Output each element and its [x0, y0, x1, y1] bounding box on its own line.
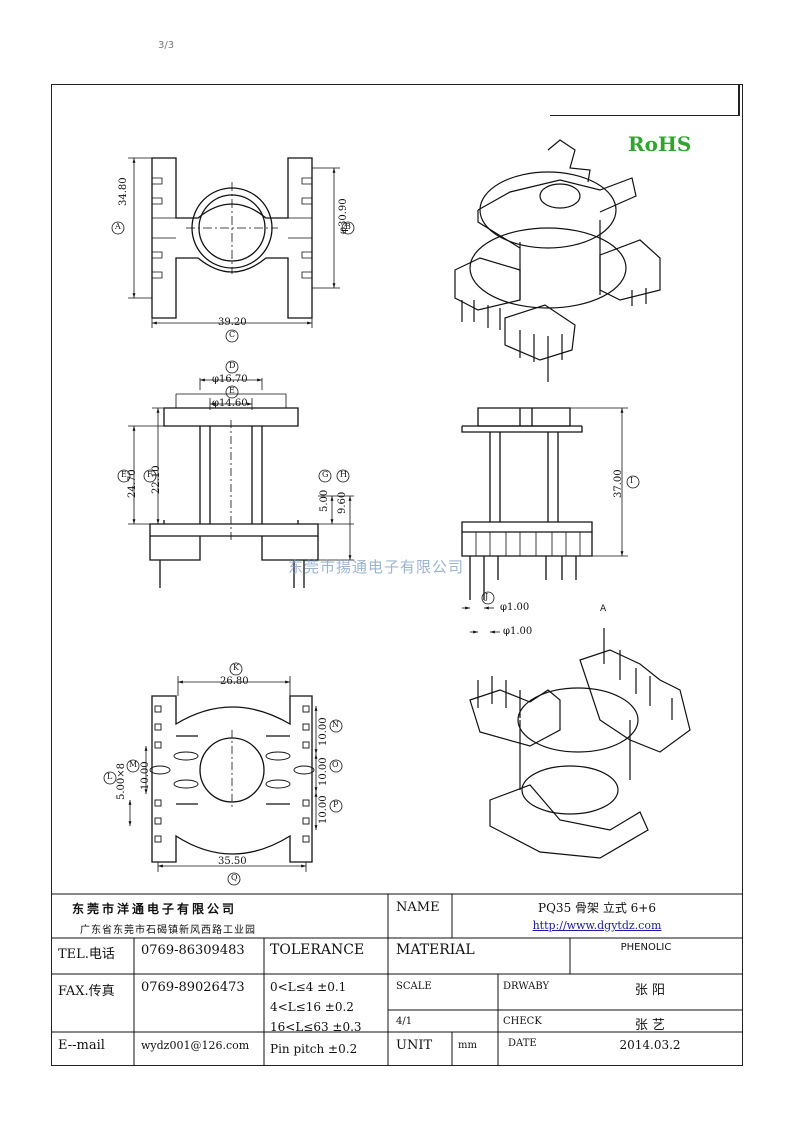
- top-view: [111, 157, 355, 343]
- ref-p: P: [333, 800, 339, 809]
- ref-i: I: [630, 476, 634, 485]
- dim-a: 34.80: [118, 177, 129, 206]
- ref-n: N: [332, 720, 339, 729]
- page-mark: 3/3: [158, 40, 175, 51]
- check-label: CHECK: [503, 1016, 542, 1027]
- ref-h: H: [340, 470, 347, 479]
- dim-j: φ1.00: [500, 602, 530, 613]
- dim-i: 37.00: [613, 469, 624, 498]
- unit-label: UNIT: [396, 1038, 433, 1053]
- tolerance-pin-pitch: Pin pitch ±0.2: [270, 1042, 358, 1056]
- check-value: 张 艺: [634, 1018, 666, 1033]
- ref-l: L: [107, 772, 113, 781]
- ref-d: D: [229, 361, 236, 370]
- company-address: 广东省东莞市石碣镇新风西路工业园: [80, 925, 256, 936]
- view-mark-a: A: [600, 604, 607, 614]
- drawing-frame: [51, 84, 743, 1066]
- tel-value: 0769-86309483: [141, 943, 245, 958]
- fax-value: 0769-89026473: [141, 980, 245, 995]
- dim-h: 9.60: [337, 491, 348, 514]
- date-label: DATE: [508, 1038, 537, 1049]
- tolerance-range-1: 0<L≤4 ±0.1: [270, 980, 347, 994]
- tolerance-label: TOLERANCE: [270, 942, 365, 958]
- date-value: 2014.03.2: [619, 1038, 681, 1052]
- unit-value: mm: [458, 1040, 477, 1051]
- ref-a: A: [115, 222, 121, 231]
- ref-j: J: [485, 592, 489, 601]
- email-label: E--mail: [58, 1038, 105, 1053]
- side-view: [461, 407, 640, 634]
- rohs-mark: RoHS: [628, 132, 692, 156]
- website-link[interactable]: http://www.dgytdz.com: [532, 919, 662, 932]
- name-label: NAME: [396, 900, 440, 915]
- ref-e-outer: E: [121, 470, 127, 479]
- watermark: 东莞市揚通电子有限公司: [288, 558, 465, 576]
- frame-corner-mark: [550, 84, 740, 116]
- dim-c: 39.20: [218, 317, 247, 328]
- drwaby-label: DRWABY: [503, 981, 550, 992]
- dim-o: 10.00: [318, 757, 329, 786]
- ref-g: G: [322, 470, 329, 479]
- dim-e: φ14.60: [212, 398, 248, 409]
- isometric-view-bottom: [469, 628, 691, 859]
- ref-f: F: [147, 470, 153, 479]
- company-name: 东莞市洋通电子有限公司: [72, 902, 238, 916]
- dim-l: 5.00×8: [116, 762, 127, 800]
- dim-j2: φ1.00: [503, 626, 533, 637]
- email-value[interactable]: wydz001@126.com: [141, 1039, 250, 1052]
- ref-k: K: [233, 663, 239, 672]
- material-value: PHENOLIC: [620, 942, 672, 953]
- tolerance-range-3: 16<L≤63 ±0.3: [270, 1020, 362, 1034]
- front-view: [117, 360, 354, 588]
- tel-label: TEL.电话: [58, 947, 115, 962]
- ref-q: Q: [231, 873, 238, 882]
- ref-c: C: [229, 330, 236, 339]
- scale-value: 4/1: [396, 1016, 413, 1027]
- dim-f-outer: 24.70: [127, 469, 138, 498]
- dim-p: 10.00: [318, 795, 329, 824]
- ref-o: O: [332, 760, 339, 769]
- drwaby-value: 张 阳: [634, 983, 666, 998]
- dim-k: 26.80: [220, 676, 249, 687]
- isometric-view-top: [454, 139, 661, 382]
- ref-b: B: [345, 222, 351, 231]
- fax-label: FAX.传真: [58, 984, 115, 999]
- scale-label: SCALE: [396, 981, 432, 992]
- dim-q: 35.50: [218, 856, 247, 867]
- ref-m: M: [129, 760, 138, 769]
- dim-m: 10.00: [140, 761, 151, 790]
- tolerance-range-2: 4<L≤16 ±0.2: [270, 1000, 354, 1014]
- ref-e: E: [229, 386, 235, 395]
- title-block-grid: [51, 893, 743, 1066]
- bottom-view: [103, 662, 343, 886]
- name-value: PQ35 骨架 立式 6+6: [538, 901, 656, 915]
- dim-g: 5.00: [319, 489, 330, 512]
- material-label: MATERIAL: [396, 942, 475, 958]
- dim-d: φ16.70: [212, 374, 248, 385]
- dim-n: 10.00: [318, 717, 329, 746]
